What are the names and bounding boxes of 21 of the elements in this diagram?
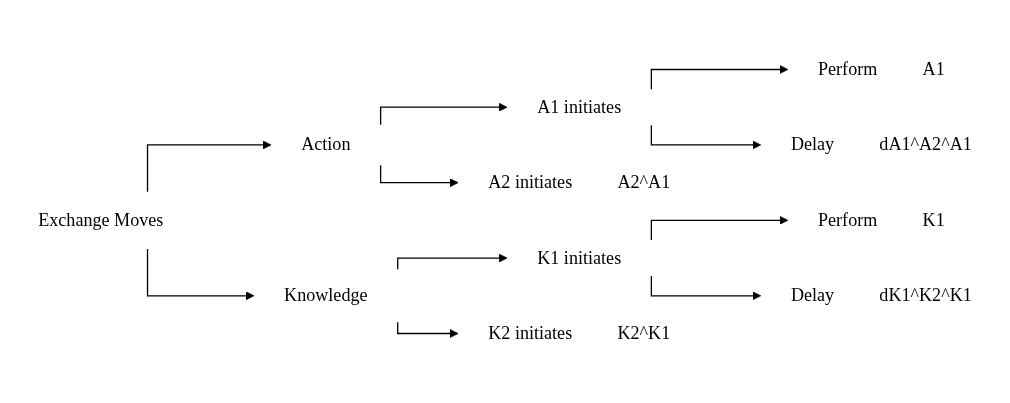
node-text: A2 initiates A2^A1	[488, 172, 671, 193]
arrow	[650, 124, 762, 150]
node-text: Action	[301, 134, 351, 155]
arrow	[397, 321, 459, 338]
arrow	[397, 253, 508, 270]
node-text: A1 initiates	[537, 96, 622, 117]
node-text: Delay dA1^A2^A1	[790, 134, 972, 155]
arrow	[146, 140, 272, 193]
arrow	[379, 164, 459, 188]
arrow	[650, 215, 789, 241]
arrow	[650, 275, 762, 301]
node-text: Knowledge	[284, 285, 368, 306]
node-text: Delay dK1^K2^K1	[790, 285, 972, 306]
node-text: Perform K1	[817, 209, 945, 230]
node-text: K2 initiates K2^K1	[488, 322, 671, 344]
node-text: Exchange Moves	[38, 209, 164, 230]
node-text: Perform A1	[817, 58, 945, 80]
arrow	[146, 248, 255, 301]
node-text: K1 initiates	[537, 247, 622, 268]
arrow	[650, 65, 789, 90]
arrow	[379, 102, 508, 126]
